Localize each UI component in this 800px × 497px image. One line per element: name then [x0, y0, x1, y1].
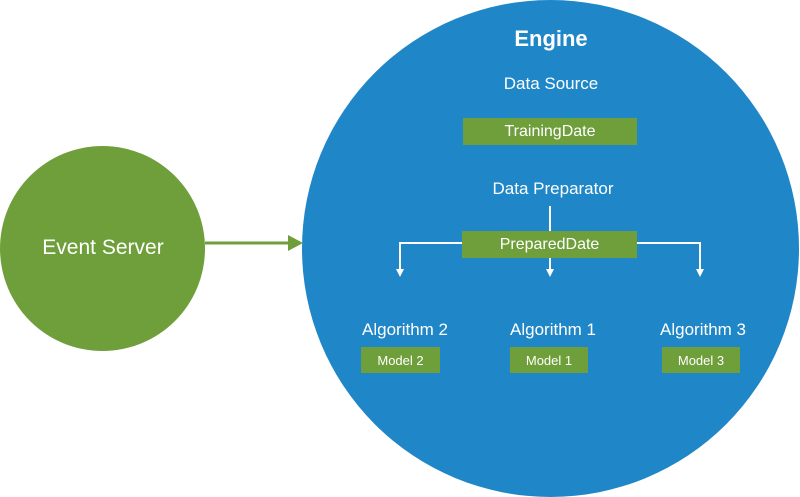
model-2-box: Model 2	[361, 347, 440, 373]
event-server-label: Event Server	[42, 236, 164, 259]
data-preparator-label: Data Preparator	[492, 179, 614, 198]
prepared-date-box: PreparedDate	[462, 231, 637, 258]
model-3-box: Model 3	[662, 347, 740, 373]
algorithm-3-label: Algorithm 3	[660, 320, 746, 339]
branch-middle-arrowhead	[546, 269, 554, 277]
model-1-box: Model 1	[510, 347, 588, 373]
algorithm-2-label: Algorithm 2	[362, 320, 448, 339]
algorithm-1-label: Algorithm 1	[510, 320, 596, 339]
branch-right-arrowhead	[696, 269, 704, 277]
engine-title: Engine	[514, 26, 588, 51]
event-server-circle	[0, 146, 205, 351]
branch-left-arrowhead	[396, 269, 404, 277]
data-source-label: Data Source	[503, 74, 599, 93]
event-to-engine-arrowhead	[288, 235, 303, 251]
training-date-box: TrainingDate	[463, 118, 637, 145]
